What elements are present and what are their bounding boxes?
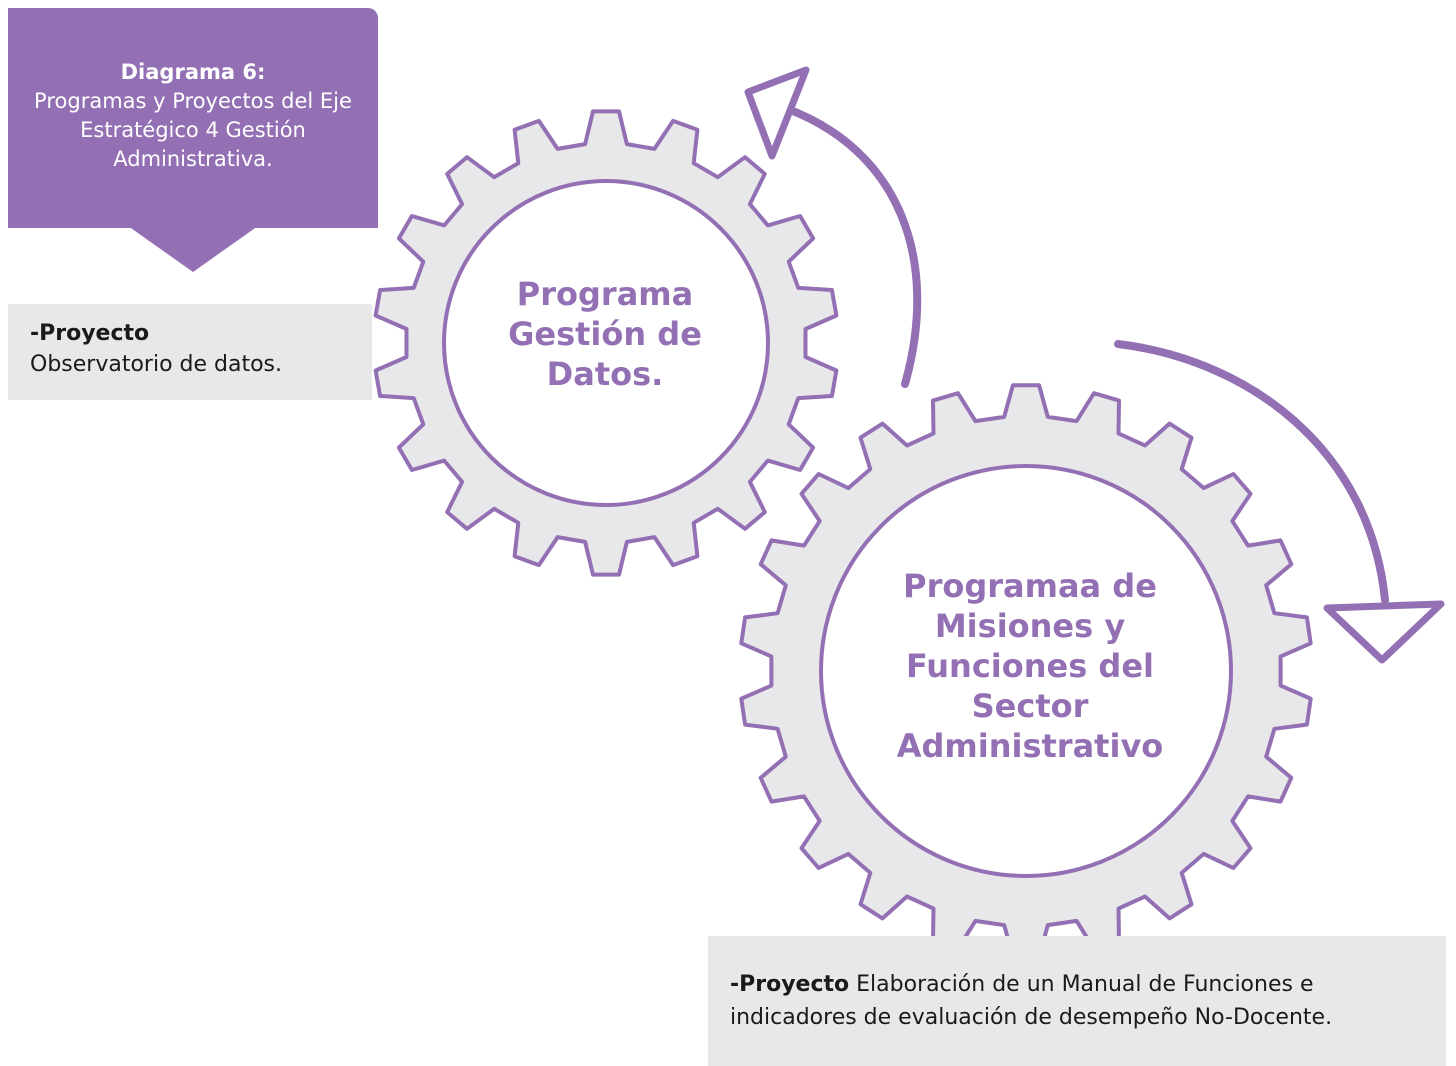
project-label: -Proyecto (730, 972, 850, 997)
gear-center-circle (819, 464, 1233, 878)
project-text: Elaboración de un Manual de Funciones e … (730, 972, 1333, 1030)
gear-data-management (373, 109, 839, 577)
arrowhead-right-icon (1323, 600, 1445, 664)
diagram-title-text: Programas y Proyectos del Eje Estratégic… (34, 89, 352, 171)
arrowhead-top-icon (744, 66, 810, 160)
project-label: -Proyecto (30, 321, 150, 346)
diagram-title-label: Diagrama 6: (120, 60, 266, 84)
gear-missions-functions (739, 383, 1313, 959)
program-name-1: Programa Gestión de Datos. (508, 275, 702, 393)
diagram-title-box: Diagrama 6: Programas y Proyectos del Ej… (8, 8, 378, 228)
program-name-2: Programaa de Misiones y Funciones del Se… (896, 567, 1164, 765)
rotation-arrow-right (1114, 340, 1389, 604)
project-panel-1: -Proyecto Observatorio de datos. (8, 304, 372, 400)
gear-center-circle (442, 179, 770, 507)
rotation-arrow-top (781, 104, 922, 388)
project-panel-2: -Proyecto Elaboración de un Manual de Fu… (708, 936, 1446, 1066)
project-text: Observatorio de datos. (30, 352, 283, 377)
title-pointer (128, 226, 258, 272)
